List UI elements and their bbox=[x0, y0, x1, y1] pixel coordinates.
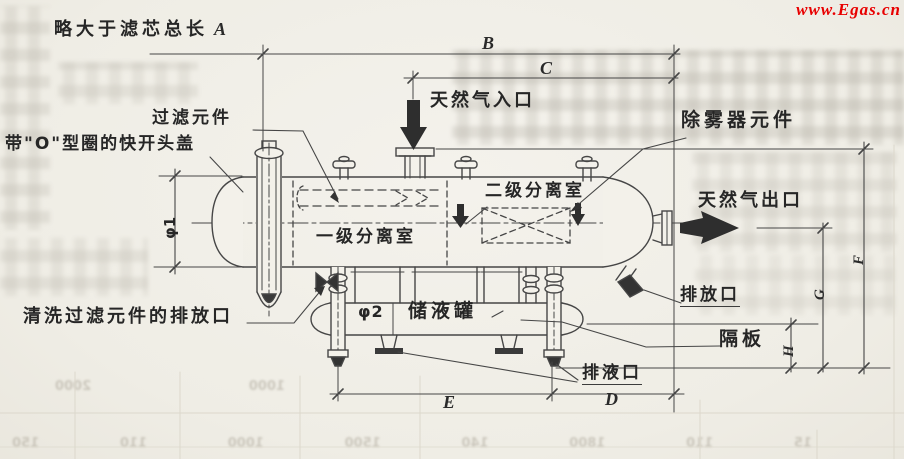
label-liquid-storage-tank: 储液罐 bbox=[408, 300, 478, 322]
label-gas-inlet: 天然气入口 bbox=[430, 90, 535, 111]
head-drain-valve bbox=[615, 265, 645, 298]
inlet-flow-arrow bbox=[400, 100, 427, 150]
internal-flow-arrows bbox=[452, 203, 585, 228]
background-grid bbox=[0, 144, 904, 459]
standpipes bbox=[315, 266, 565, 367]
dim-label-f: F bbox=[851, 254, 867, 265]
label-demister-element: 除雾器元件 bbox=[681, 109, 797, 131]
label-primary-separation-chamber: 一级分离室 bbox=[316, 227, 416, 247]
outlet-nozzle bbox=[652, 210, 673, 246]
dim-label-d: D bbox=[605, 389, 618, 409]
label-secondary-separation-chamber: 二级分离室 bbox=[485, 181, 585, 201]
inlet-nozzle bbox=[395, 147, 435, 179]
label-vent-port: 排放口 bbox=[680, 285, 740, 307]
demister-dashed bbox=[481, 207, 571, 244]
label-baffle: 隔板 bbox=[719, 328, 766, 350]
dim-label-phi1: φ1 bbox=[161, 216, 179, 239]
dim-label-h: H bbox=[781, 345, 797, 357]
note-total-length: 略大于滤芯总长 A bbox=[54, 20, 226, 40]
quick-open-clamp bbox=[254, 140, 284, 317]
dim-label-e: E bbox=[443, 392, 456, 412]
drain-cap bbox=[329, 356, 347, 367]
label-quick-open-head: 带"O"型圈的快开头盖 bbox=[5, 134, 196, 154]
vent-nozzles bbox=[332, 155, 599, 182]
dim-label-g: G bbox=[812, 289, 828, 300]
dimension-ticks bbox=[169, 48, 870, 400]
label-liquid-drain-port: 排液口 bbox=[582, 363, 642, 385]
clamp-lug bbox=[260, 293, 278, 304]
drain-cap bbox=[545, 356, 562, 367]
dim-label-phi2: φ2 bbox=[358, 302, 384, 321]
vessel-shell bbox=[211, 176, 654, 268]
filter-elements-dashed bbox=[292, 180, 448, 266]
label-filter-element: 过滤元件 bbox=[152, 108, 232, 128]
saddle-supports bbox=[375, 334, 523, 354]
label-cleaning-drain-port: 清洗过滤元件的排放口 bbox=[23, 306, 233, 327]
storage-tank bbox=[310, 302, 584, 336]
cleaning-drain-valve bbox=[315, 271, 339, 293]
quick-open-head-cover bbox=[211, 176, 244, 268]
label-gas-outlet: 天然气出口 bbox=[698, 190, 803, 211]
dimension-lines bbox=[149, 44, 891, 413]
dim-label-c: C bbox=[540, 58, 553, 78]
dim-label-b: B bbox=[482, 33, 495, 53]
outlet-flow-arrow bbox=[680, 211, 739, 244]
connection-spools bbox=[350, 266, 540, 304]
egas-watermark: www.Egas.cn bbox=[796, 0, 901, 19]
dim-label-a: A bbox=[214, 19, 227, 39]
note-total-length-text: 略大于滤芯总长 bbox=[54, 19, 208, 40]
